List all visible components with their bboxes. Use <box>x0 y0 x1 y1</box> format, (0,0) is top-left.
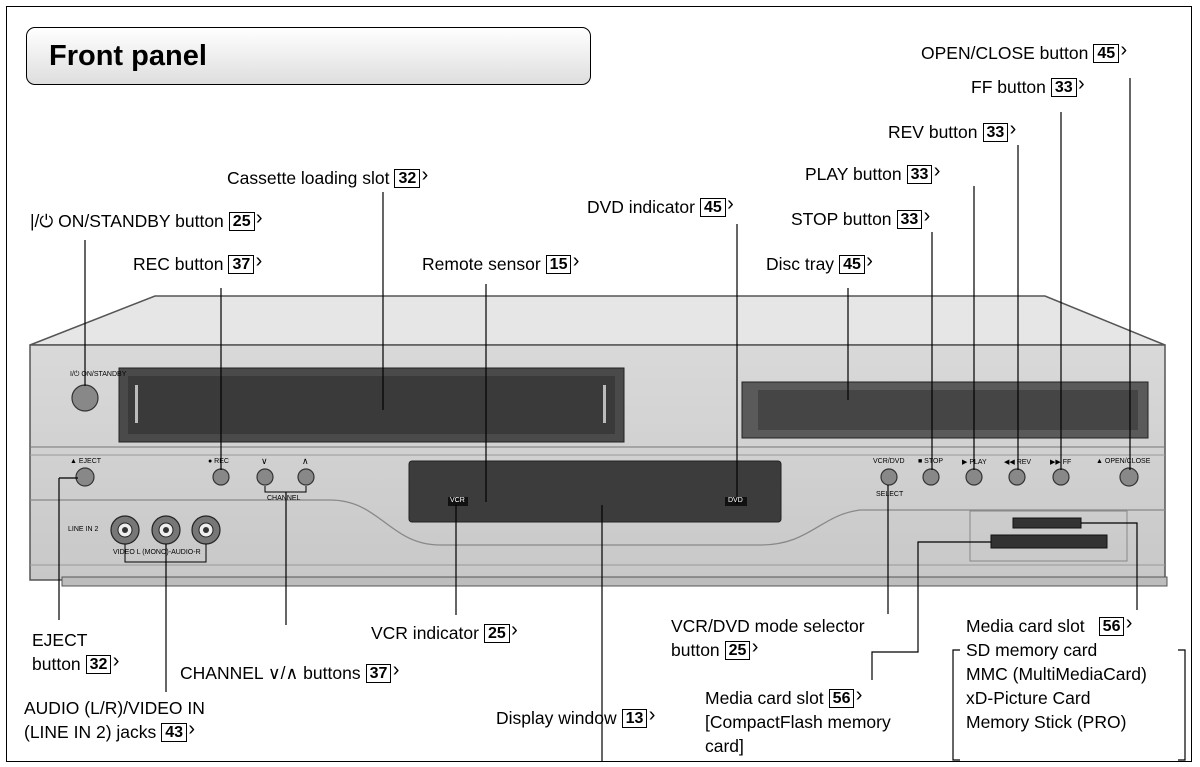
panel-label-rev: ◀◀ REV <box>1004 459 1032 466</box>
outer-frame <box>6 6 1192 762</box>
device-top <box>29 295 1166 346</box>
cf-slot <box>990 534 1108 549</box>
panel-label-open-close: ▲ OPEN/CLOSE <box>1096 458 1151 465</box>
page-title: Front panel <box>49 40 207 72</box>
standby-button-shape <box>71 384 99 412</box>
ch-up-button-shape <box>297 468 315 486</box>
panel-label-ch-down: ∨ <box>261 456 268 466</box>
rev-button-shape <box>1008 468 1026 486</box>
card-type-sd: SD memory card <box>966 640 1098 660</box>
vcrdvd-button-shape <box>880 468 898 486</box>
panel-label-stop: ■ STOP <box>918 458 944 465</box>
panel-label-play: ▶ PLAY <box>962 459 987 466</box>
panel-label-line-in: LINE IN 2 <box>68 526 99 533</box>
stop-button-shape <box>922 468 940 486</box>
play-button-shape <box>965 468 983 486</box>
panel-label-dvd: DVD <box>728 497 743 504</box>
card-type-mmc: MMC (MultiMediaCard) <box>966 664 1147 684</box>
ch-down-button-shape <box>256 468 274 486</box>
panel-label-select: SELECT <box>876 491 904 498</box>
display-window <box>408 460 782 523</box>
device-base <box>61 576 1168 587</box>
title-box: Front panel <box>26 27 591 85</box>
panel-label-vcr: VCR <box>450 497 465 504</box>
ff-button-shape <box>1052 468 1070 486</box>
panel-label-rec: ● REC <box>208 458 229 465</box>
rec-button-shape <box>212 468 230 486</box>
jacks <box>110 515 221 545</box>
eject-button-shape <box>75 467 95 487</box>
front-curve <box>30 499 1165 546</box>
panel-label-ff: ▶▶ FF <box>1050 459 1072 466</box>
panel-label-vcr-dvd: VCR/DVD <box>873 458 905 465</box>
card-type-xd: xD-Picture Card <box>966 688 1091 708</box>
panel-label-eject: ▲ EJECT <box>70 458 102 465</box>
sd-slot <box>1012 517 1082 529</box>
card-area <box>969 510 1128 562</box>
panel-label-jacks: VIDEO L (MONO)-AUDIO-R <box>113 549 201 556</box>
panel-label-standby: I/⏻ ON/STANDBY <box>70 371 127 378</box>
panel-label-channel: CHANNEL <box>267 495 301 502</box>
openclose-button-shape <box>1119 467 1139 487</box>
panel-label-ch-up: ∧ <box>302 456 309 466</box>
card-type-memory-stick: Memory Stick (PRO) <box>966 712 1127 732</box>
